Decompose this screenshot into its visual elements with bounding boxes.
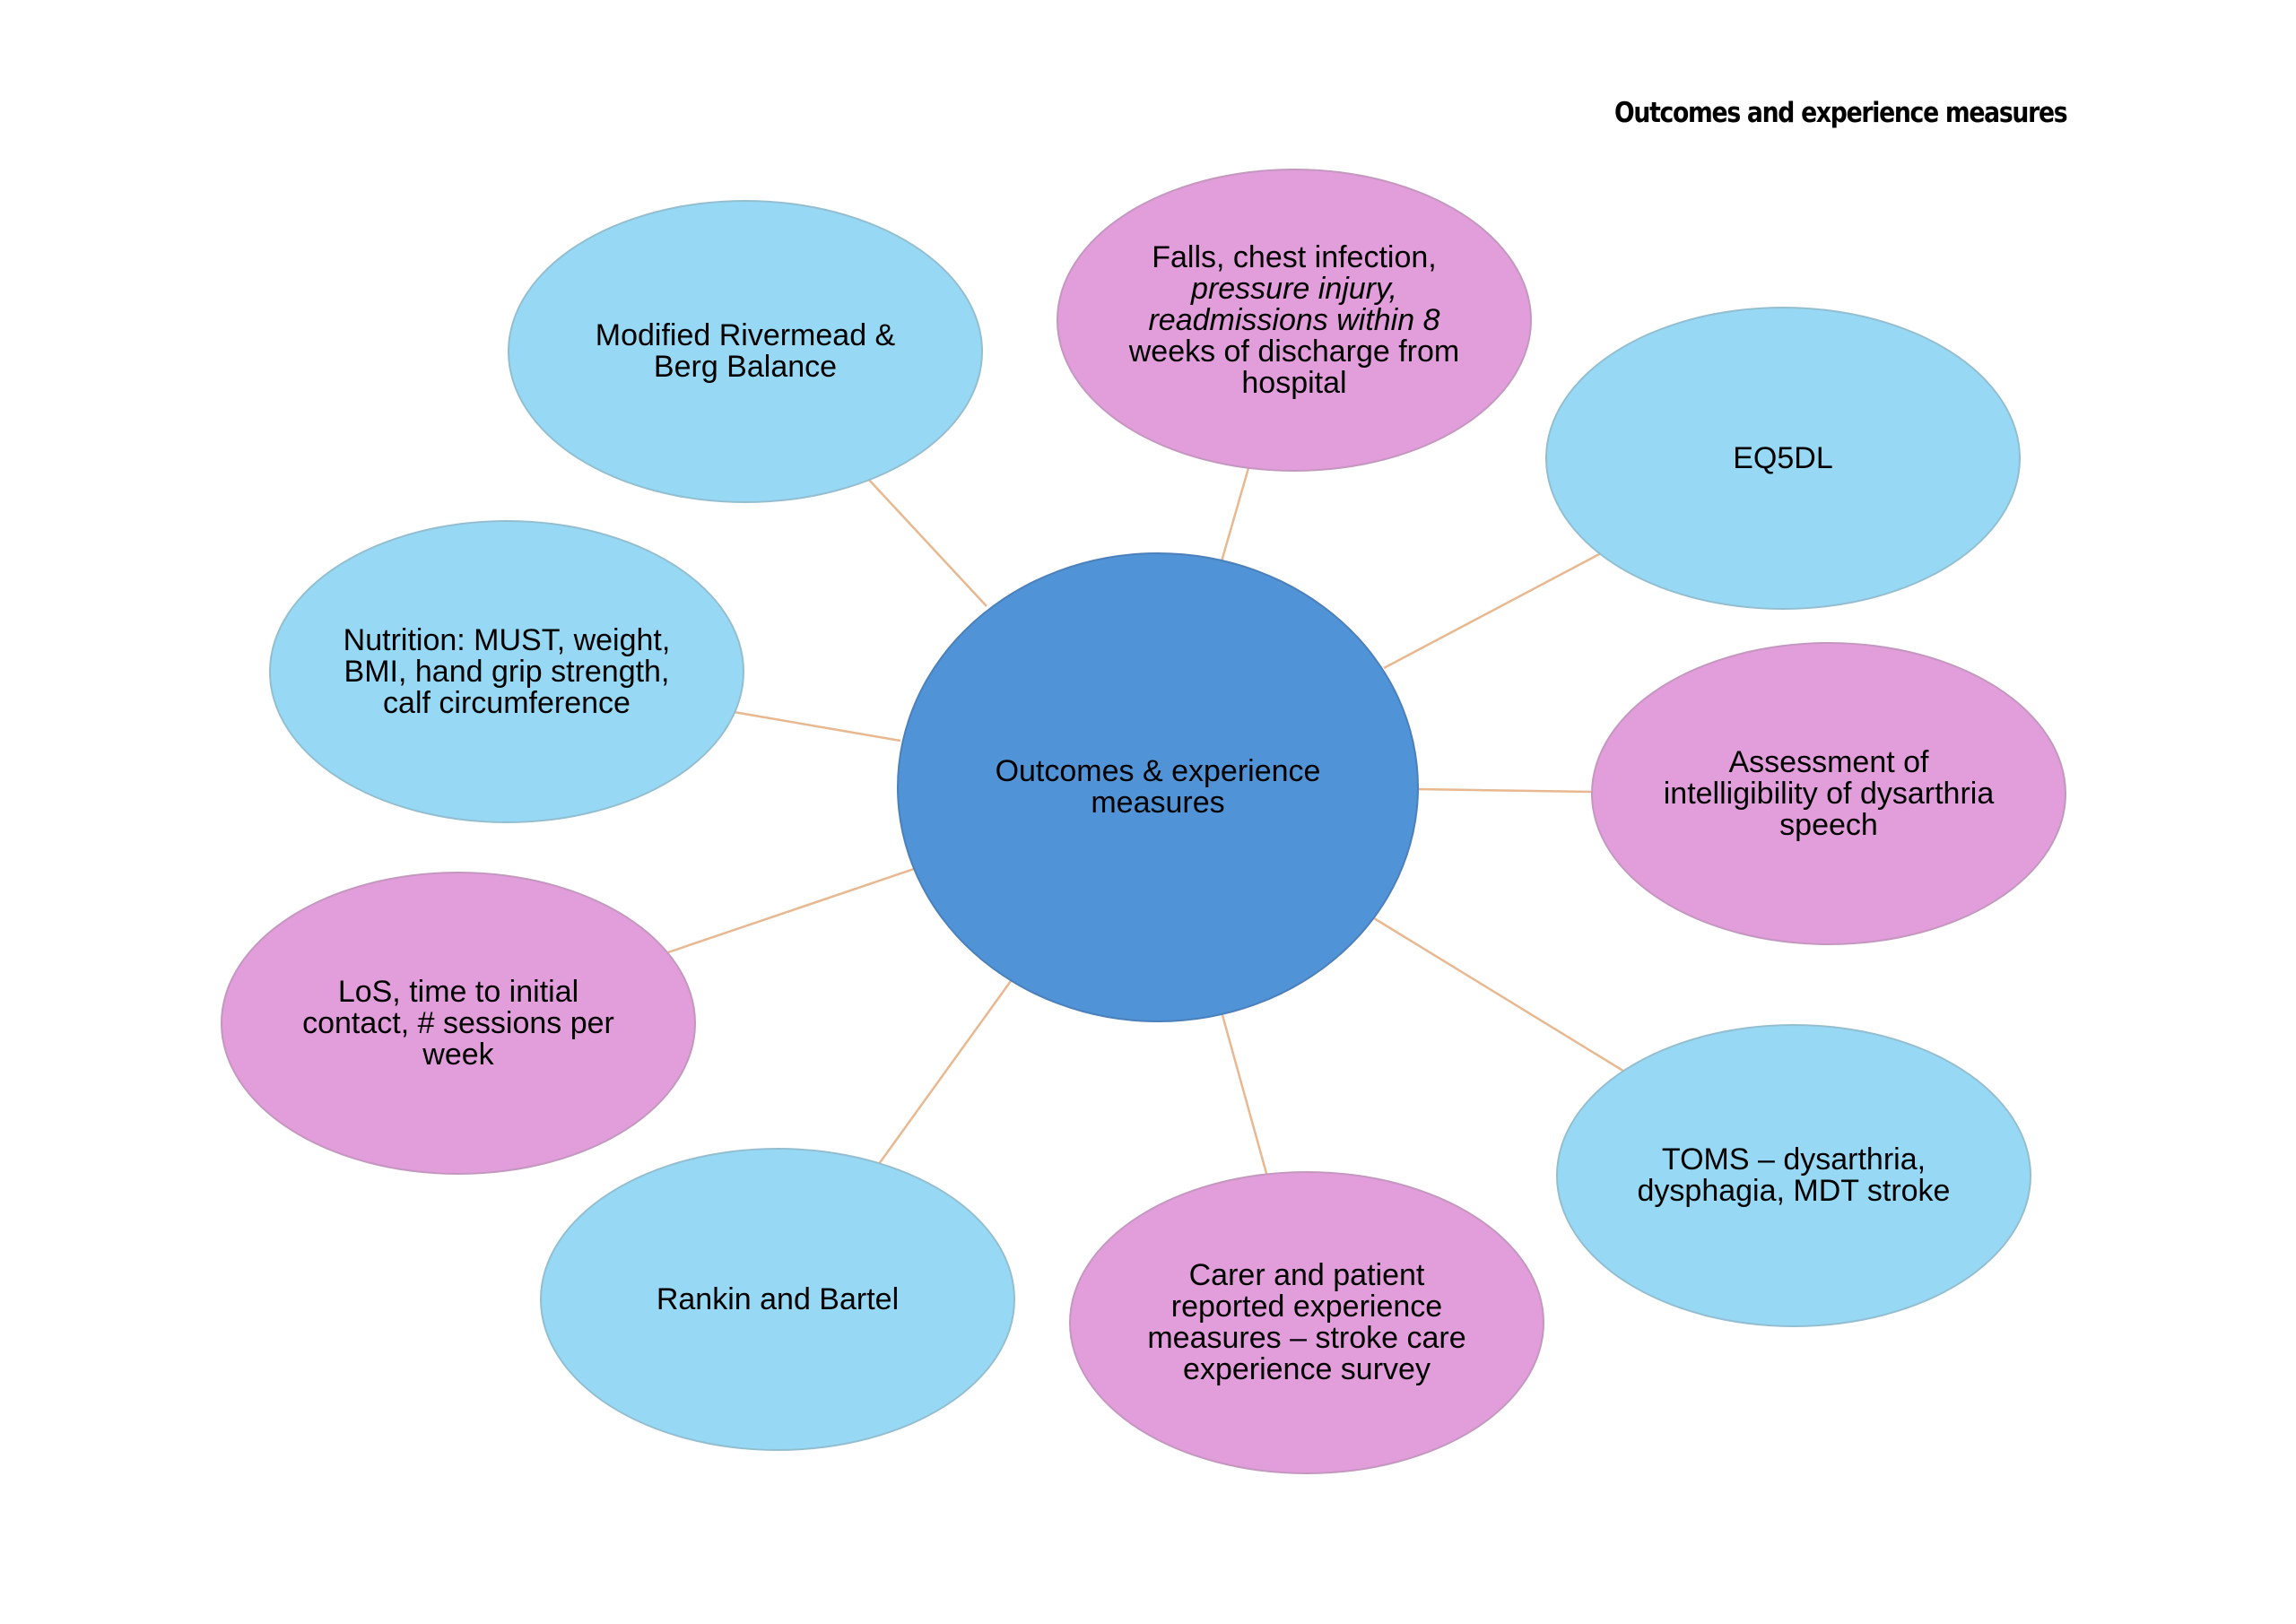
connector-falls	[1220, 467, 1250, 562]
node-label-line: pressure injury,	[1191, 271, 1397, 306]
node-rankin-bartel: Rankin and Bartel	[540, 1148, 1015, 1451]
node-label-line: weeks of discharge from	[1128, 334, 1460, 369]
node-label-line: dysphagia, MDT stroke	[1637, 1174, 1951, 1208]
node-label: LoS, time to initial contact, # sessions…	[283, 974, 632, 1072]
node-label-line: Carer and patient	[1188, 1258, 1425, 1292]
connector-carer-patient	[1221, 1014, 1269, 1177]
node-label-line: TOMS – dysarthria,	[1661, 1142, 1926, 1177]
node-label-line: reported experience	[1170, 1290, 1443, 1324]
connector-dysarthria	[1416, 787, 1594, 794]
node-label-line: contact, # sessions per	[302, 1005, 614, 1040]
node-label-line: Rankin and Bartel	[656, 1281, 900, 1316]
node-label-line: Assessment of	[1728, 744, 1929, 779]
node-label: Assessment of intelligibility of dysarth…	[1654, 744, 2003, 842]
connector-toms	[1373, 916, 1627, 1074]
node-label-line: Modified Rivermead &	[595, 318, 896, 352]
node-label: Modified Rivermead & Berg Balance	[570, 320, 919, 383]
hub-label-line: Outcomes & experience	[995, 754, 1321, 788]
page-title: Outcomes and experience measures	[1614, 97, 2068, 129]
connector-modified-rivermead	[866, 477, 987, 607]
node-label: Nutrition: MUST, weight, BMI, hand grip …	[332, 622, 681, 720]
node-label-line: Falls, chest infection,	[1152, 239, 1437, 274]
node-label-line: hospital	[1241, 365, 1347, 400]
node-modified-rivermead: Modified Rivermead & Berg Balance	[508, 200, 983, 503]
hub-label-line: measures	[1091, 786, 1225, 820]
node-falls: Falls, chest infection, pressure injury,…	[1057, 169, 1532, 472]
node-label-line: readmissions within 8	[1148, 302, 1440, 337]
node-label: TOMS – dysarthria, dysphagia, MDT stroke	[1619, 1144, 1968, 1207]
node-label: Falls, chest infection, pressure injury,…	[1119, 239, 1468, 400]
connector-rankin-bartel	[877, 980, 1013, 1165]
hub-label: Outcomes & experience measures	[966, 756, 1350, 819]
node-label: Rankin and Bartel	[603, 1281, 952, 1316]
node-label-line: EQ5DL	[1733, 440, 1833, 475]
node-eq5dl: EQ5DL	[1545, 307, 2021, 610]
node-label: Carer and patient reported experience me…	[1132, 1260, 1481, 1385]
node-nutrition: Nutrition: MUST, weight, BMI, hand grip …	[269, 520, 744, 823]
node-label-line: calf circumference	[383, 685, 631, 720]
connector-eq5dl	[1383, 551, 1602, 670]
node-carer-patient: Carer and patient reported experience me…	[1069, 1171, 1544, 1474]
node-label-line: Nutrition: MUST, weight,	[343, 622, 671, 657]
node-toms: TOMS – dysarthria, dysphagia, MDT stroke	[1556, 1024, 2031, 1327]
connector-nutrition	[733, 710, 901, 743]
node-label-line: measures – stroke care	[1147, 1321, 1466, 1355]
node-label-line: intelligibility of dysarthria	[1663, 776, 1995, 811]
node-label-line: BMI, hand grip strength,	[344, 654, 670, 689]
connector-los	[667, 867, 915, 954]
node-label-line: Berg Balance	[653, 350, 838, 384]
node-dysarthria: Assessment of intelligibility of dysarth…	[1591, 642, 2066, 945]
node-label: EQ5DL	[1608, 440, 1957, 475]
node-label-line: speech	[1779, 807, 1878, 842]
hub-bubble: Outcomes & experience measures	[897, 552, 1419, 1022]
node-label-line: week	[422, 1037, 494, 1072]
node-label-line: experience survey	[1183, 1352, 1431, 1386]
node-los: LoS, time to initial contact, # sessions…	[221, 872, 696, 1175]
node-label-line: LoS, time to initial	[337, 974, 579, 1009]
